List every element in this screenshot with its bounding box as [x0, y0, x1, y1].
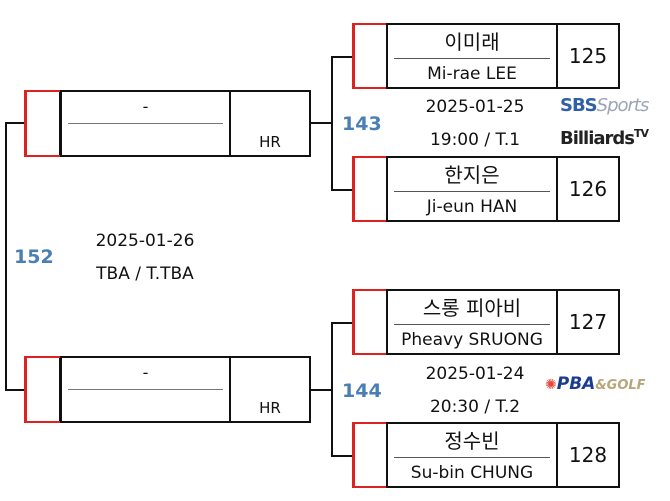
final-connector-vertical: [5, 122, 7, 390]
m144-out-line: [310, 389, 332, 391]
m143-player-a-seed-number-box: 125: [556, 23, 620, 89]
m143-connector-top: [331, 56, 353, 58]
m143-out-line: [310, 122, 332, 124]
m143-player-a-name-box: 이미래 Mi-rae LEE: [386, 23, 558, 89]
final-match-number: 152: [14, 246, 54, 268]
m143-player-b-seed-box: [352, 156, 389, 222]
m143-date: 2025-01-25: [425, 97, 525, 117]
m144-player-a-seed-number-box: 127: [556, 289, 620, 355]
semi-top-player-name: -: [142, 97, 149, 116]
m143-player-a-name-kr: 이미래: [444, 30, 500, 54]
m144-player-a-name-kr: 스롱 피아비: [422, 296, 522, 320]
m144-player-b-seed-number-box: 128: [556, 422, 620, 488]
m143-player-b-name-box: 한지은 Ji-eun HAN: [386, 156, 558, 222]
semi-bottom-hr-box: HR: [229, 356, 311, 423]
m144-time-table: 20:30 / T.2: [429, 397, 521, 417]
semi-top-hr-label: HR: [259, 133, 281, 151]
semi-top-player-box: -: [60, 90, 231, 157]
semi-bottom-player-name: -: [142, 363, 149, 382]
semi-bottom-player-box: -: [60, 356, 231, 423]
final-connector-top: [5, 122, 25, 124]
semi-top-seed-box: [24, 90, 61, 157]
m143-connector-bottom: [331, 189, 353, 191]
m143-player-a-divider: [394, 58, 550, 59]
sbs-sports-logo: SBSSports: [560, 95, 649, 116]
final-time-table: TBA / T.TBA: [96, 264, 194, 284]
m143-player-b-seed-number-box: 126: [556, 156, 620, 222]
m144-player-b-seed-box: [352, 422, 389, 488]
m144-player-a-name-box: 스롱 피아비 Pheavy SRUONG: [386, 289, 558, 355]
m143-player-b-name-en: Ji-eun HAN: [426, 197, 518, 217]
m143-player-b-divider: [394, 191, 550, 192]
final-connector-bottom: [5, 389, 25, 391]
m143-player-b-seed: 126: [568, 177, 608, 201]
m144-player-a-divider: [394, 324, 550, 325]
m144-connector-bottom: [331, 455, 353, 457]
final-date: 2025-01-26: [95, 231, 195, 251]
m144-player-b-name-box: 정수빈 Su-bin CHUNG: [386, 422, 558, 488]
m144-player-b-divider: [394, 457, 550, 458]
m143-time-table: 19:00 / T.1: [429, 130, 521, 150]
m144-player-b-seed: 128: [568, 443, 608, 467]
m144-match-number: 144: [342, 380, 382, 402]
semi-top-divider: [68, 123, 223, 124]
m144-player-b-name-en: Su-bin CHUNG: [410, 463, 534, 483]
semi-bottom-divider: [68, 389, 223, 390]
semi-bottom-seed-box: [24, 356, 61, 423]
m144-date: 2025-01-24: [425, 364, 525, 384]
m143-connector-vertical: [331, 56, 333, 191]
semi-bottom-hr-label: HR: [259, 399, 281, 417]
m144-player-b-name-kr: 정수빈: [444, 429, 500, 453]
m144-connector-top: [331, 322, 353, 324]
m143-player-a-seed-box: [352, 23, 389, 89]
m143-player-a-name-en: Mi-rae LEE: [427, 64, 517, 84]
billiards-tv-logo: BilliardsTV: [560, 127, 649, 149]
m143-player-a-seed: 125: [568, 44, 608, 68]
peacock-icon: ✺: [545, 377, 557, 393]
m144-player-a-seed: 127: [568, 310, 608, 334]
semi-top-hr-box: HR: [229, 90, 311, 157]
m144-connector-vertical: [331, 322, 333, 457]
m144-player-a-seed-box: [352, 289, 389, 355]
m144-player-a-name-en: Pheavy SRUONG: [401, 330, 543, 350]
m143-match-number: 143: [342, 113, 382, 135]
pba-golf-logo: ✺PBA&GOLF: [545, 374, 646, 394]
m143-player-b-name-kr: 한지은: [444, 163, 500, 187]
